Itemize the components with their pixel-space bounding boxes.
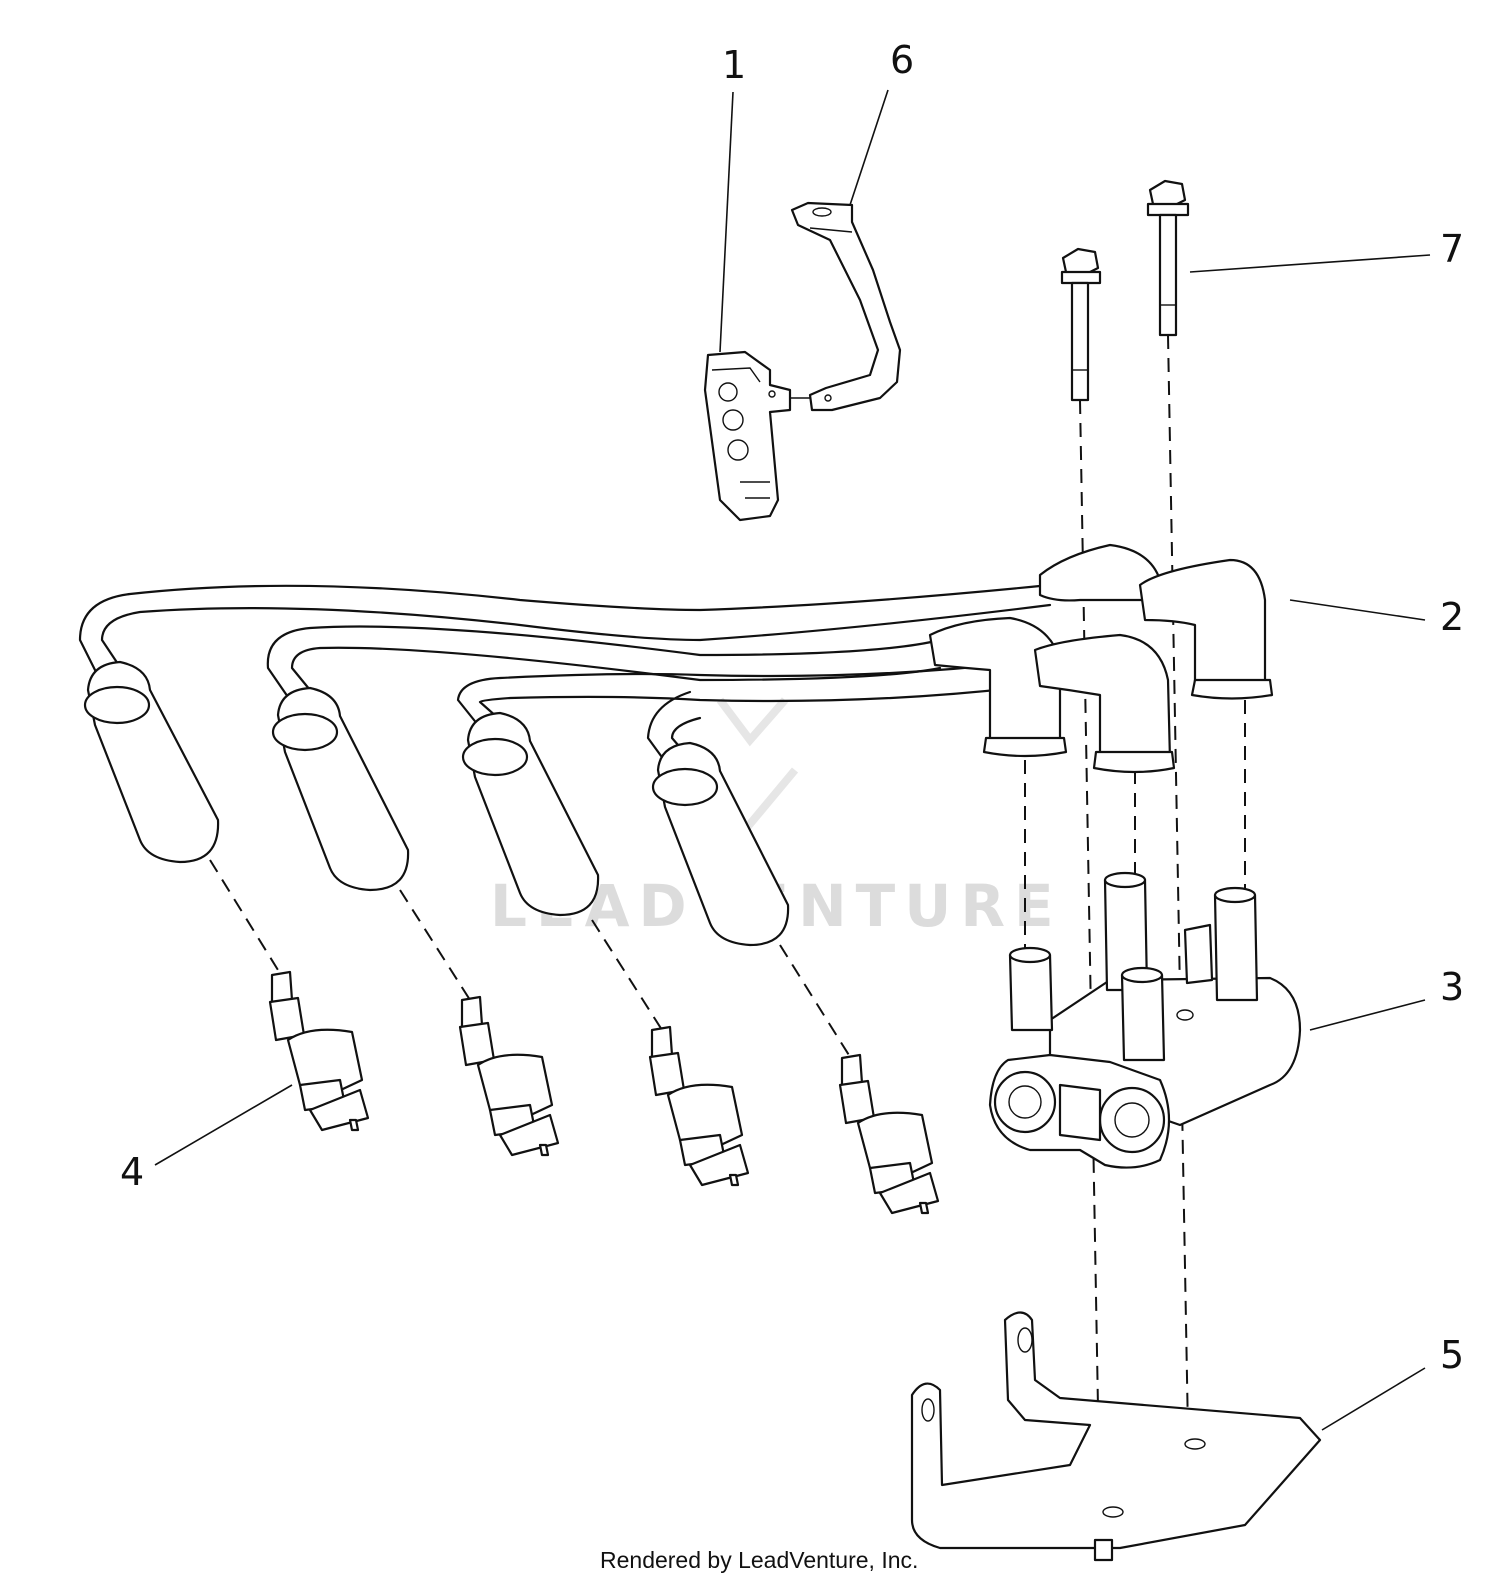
part-7-bolts[interactable] (1060, 179, 1190, 402)
callout-4: 4 (120, 1150, 144, 1194)
spark-plug-2[interactable] (458, 995, 560, 1157)
bolt-left[interactable] (1060, 247, 1102, 402)
callout-5: 5 (1440, 1333, 1464, 1377)
spark-plug-3[interactable] (648, 1025, 750, 1187)
callout-1: 1 (722, 43, 746, 87)
callout-3: 3 (1440, 965, 1464, 1009)
part-2-wire-set[interactable] (78, 543, 1274, 947)
callouts: 1 6 7 2 3 4 5 (120, 38, 1464, 1377)
leader-1 (719, 91, 734, 353)
leader-6 (849, 89, 889, 206)
footer-credit: Rendered by LeadVenture, Inc. (600, 1547, 918, 1573)
part-5-mounting-plate[interactable] (910, 1311, 1322, 1562)
callout-6: 6 (890, 38, 914, 82)
spark-plug-1[interactable] (268, 970, 370, 1132)
bolt-right[interactable] (1146, 179, 1190, 337)
leader-2 (1289, 599, 1426, 621)
spark-plug-4[interactable] (838, 1053, 940, 1215)
part-6-bracket[interactable] (790, 201, 902, 412)
leader-3 (1309, 999, 1426, 1031)
part-1-connector[interactable] (703, 350, 818, 522)
leader-5 (1321, 1367, 1426, 1431)
callout-7: 7 (1440, 227, 1464, 271)
part-3-ignition-coil[interactable] (988, 871, 1302, 1169)
leader-4 (154, 1084, 293, 1166)
part-4-spark-plugs[interactable] (268, 970, 940, 1215)
callout-2: 2 (1440, 595, 1464, 639)
leader-7 (1189, 254, 1431, 273)
leader-lines (154, 89, 1431, 1431)
